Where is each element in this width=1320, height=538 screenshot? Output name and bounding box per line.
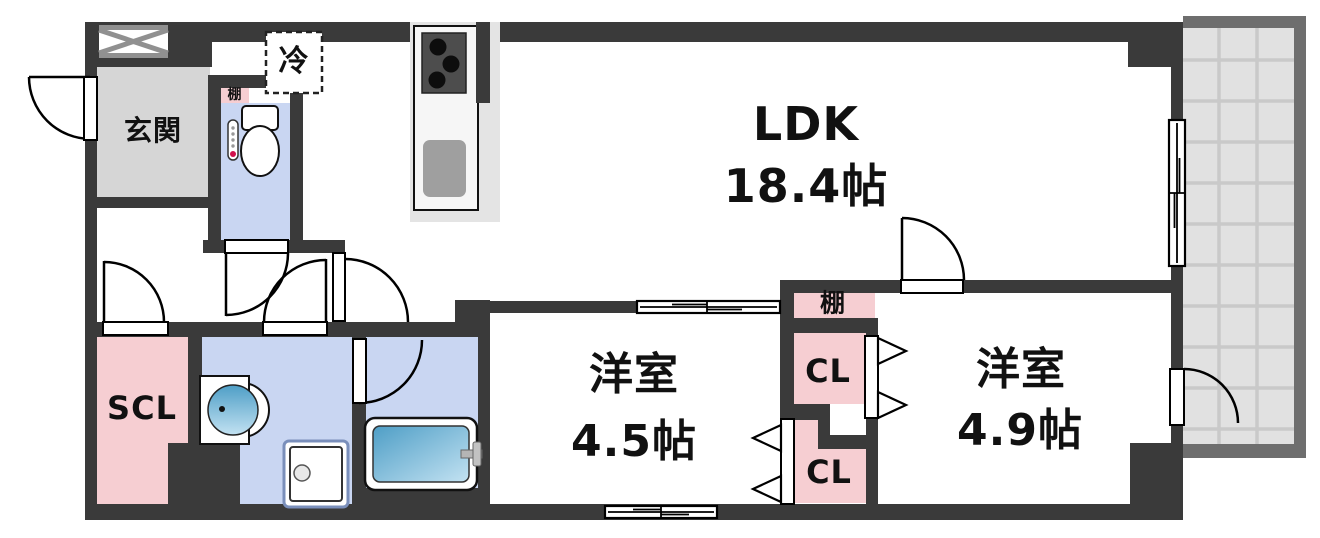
windows bbox=[603, 118, 1187, 520]
sink-icon bbox=[423, 140, 466, 197]
window-ldk-balcony bbox=[1167, 118, 1187, 268]
hall-shelf-label: 棚 bbox=[819, 288, 847, 318]
toilet-shelf-floor bbox=[221, 88, 249, 103]
hall-ldk-door bbox=[332, 252, 410, 323]
closet1-label: CL bbox=[805, 352, 851, 390]
refrigerator-space bbox=[264, 30, 324, 95]
toilet-shelf-label: 棚 bbox=[227, 87, 243, 103]
ldk-size: 18.4帖 bbox=[723, 159, 889, 213]
washing-machine-pan bbox=[282, 439, 350, 509]
closet1-folding-door bbox=[864, 335, 909, 420]
bedroom2-balcony-door bbox=[1169, 367, 1240, 426]
bathtub-fixture bbox=[363, 416, 483, 492]
bathroom-door bbox=[352, 338, 424, 405]
bedroom2-label: 洋室 bbox=[976, 344, 1066, 395]
ldk-bedroom2-door bbox=[900, 216, 966, 294]
washroom-door bbox=[262, 258, 328, 336]
shoe-closet-floor bbox=[97, 336, 188, 445]
refrigerator-label: 冷 bbox=[278, 44, 310, 79]
bedroom1-label: 洋室 bbox=[589, 349, 679, 400]
entrance-floor bbox=[97, 67, 210, 197]
window-bedroom1-bottom bbox=[603, 504, 719, 520]
doors bbox=[27, 75, 1240, 505]
shoe-closet-label: SCL bbox=[107, 389, 177, 427]
window-bedroom1-top bbox=[635, 299, 782, 315]
closet2-folding-door bbox=[750, 418, 795, 505]
closet1-floor bbox=[793, 333, 866, 404]
entrance-label: 玄関 bbox=[123, 114, 183, 147]
washbasin-fixture bbox=[199, 375, 270, 445]
balcony bbox=[1183, 16, 1306, 458]
pipe-shaft-icon bbox=[98, 25, 169, 58]
kitchen-counter bbox=[410, 22, 500, 222]
entrance-door bbox=[27, 75, 98, 141]
ldk-label: LDK bbox=[752, 97, 860, 151]
bedroom2-size: 4.9帖 bbox=[957, 405, 1083, 456]
toilet-fixture bbox=[227, 105, 280, 177]
shoe-closet-door bbox=[102, 260, 169, 336]
closet2-label: CL bbox=[806, 453, 852, 491]
closet2-floor bbox=[793, 420, 818, 503]
toilet-door bbox=[224, 239, 290, 317]
bedroom1-size: 4.5帖 bbox=[571, 416, 697, 467]
